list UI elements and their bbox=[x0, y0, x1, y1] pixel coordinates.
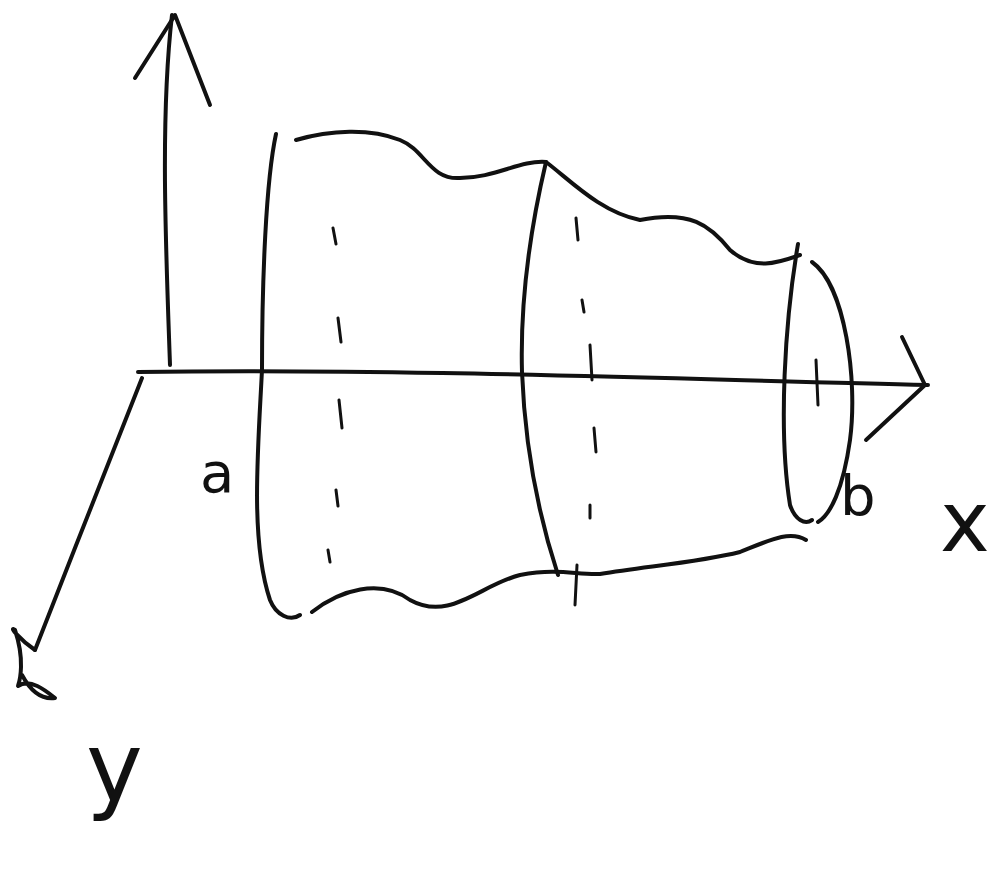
section-outline bbox=[257, 134, 300, 618]
axis-arrowhead bbox=[866, 337, 925, 440]
axis-arrowhead bbox=[13, 629, 55, 698]
axis-arrowhead bbox=[135, 15, 210, 105]
y-axis bbox=[35, 378, 142, 650]
endpoint-label: b bbox=[840, 468, 876, 524]
tick-mark bbox=[816, 360, 818, 405]
section-outline bbox=[784, 244, 812, 522]
axis-label: x bbox=[940, 480, 990, 564]
dashed-slice bbox=[575, 218, 596, 605]
dashed-slice bbox=[328, 228, 342, 562]
z-axis bbox=[165, 15, 172, 365]
x-axis bbox=[138, 371, 928, 385]
section-outline bbox=[522, 162, 558, 575]
axis-label: y bbox=[86, 720, 143, 816]
surface-profile bbox=[296, 132, 800, 264]
endpoint-label: a bbox=[200, 445, 234, 501]
